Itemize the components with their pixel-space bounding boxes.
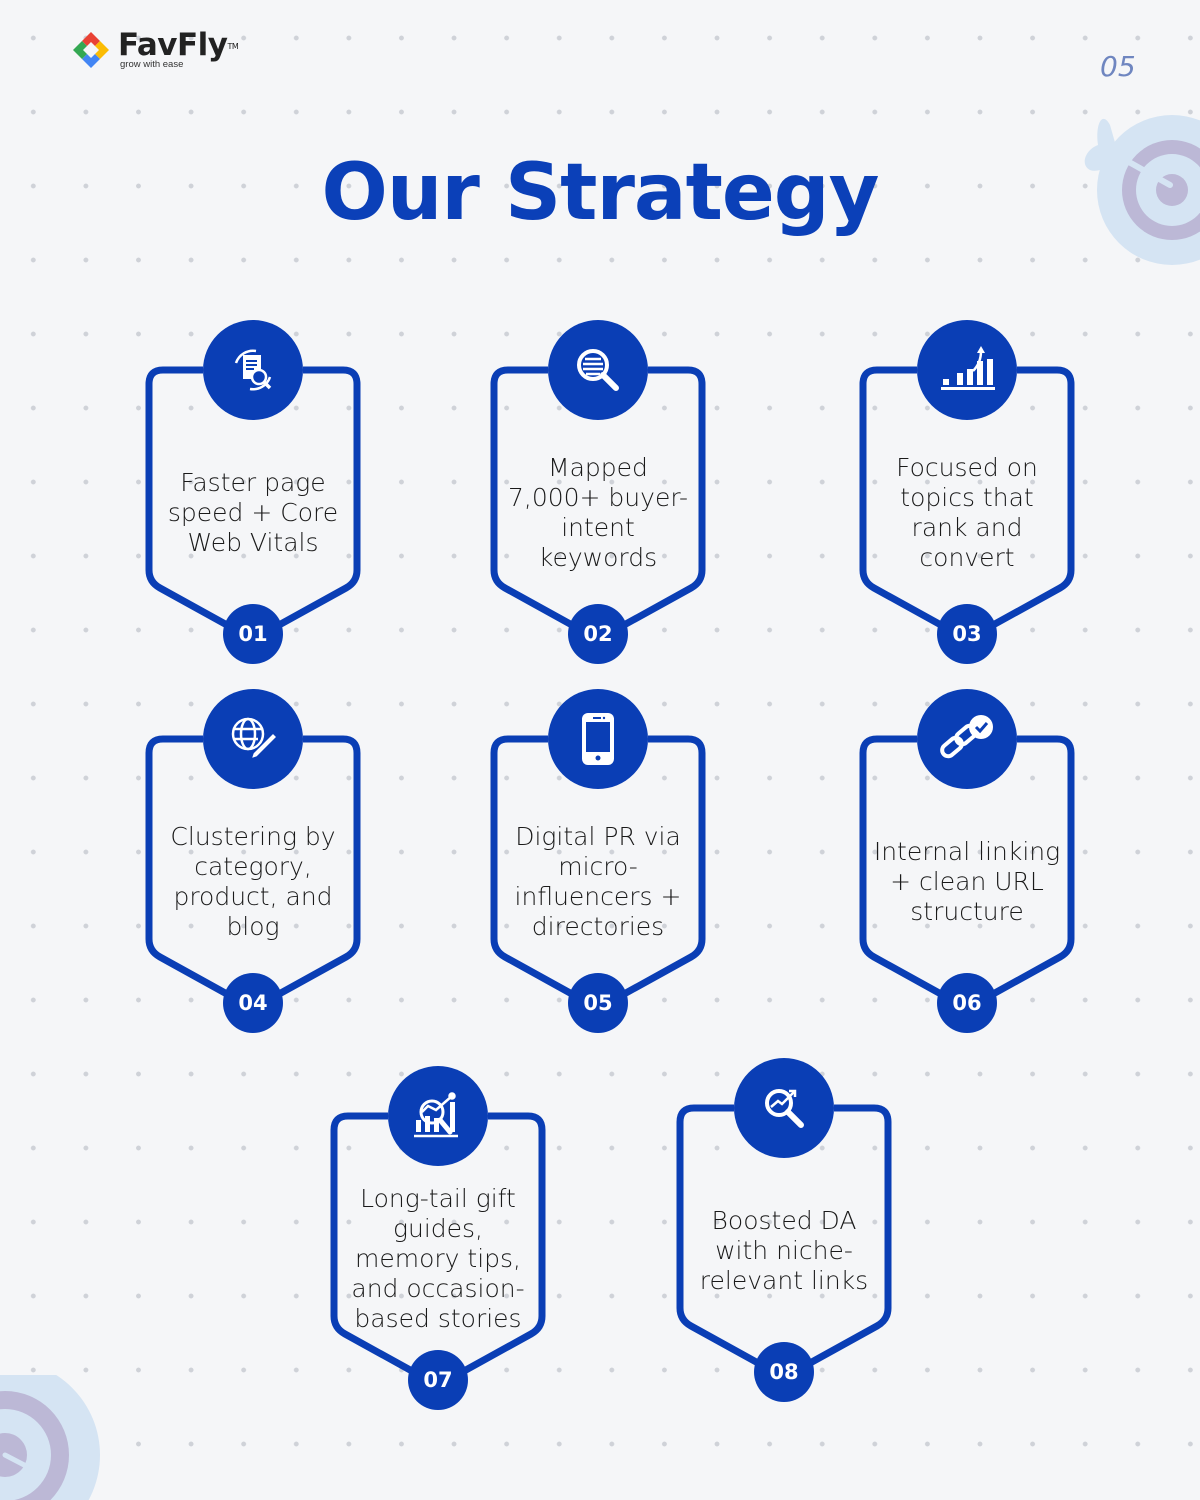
card-icon-circle [388, 1066, 488, 1166]
page-title: Our Strategy [321, 148, 880, 238]
strategy-card-4: Clustering by category, product, and blo… [145, 689, 361, 1039]
strategy-card-3: Focused on topics that rank and convert … [859, 320, 1075, 670]
globe-pencil-icon [231, 717, 279, 761]
page-number: 05 [1100, 50, 1136, 83]
analytics-magnifier-icon [414, 1092, 458, 1138]
card-number-badge: 04 [223, 973, 283, 1033]
card-number-badge: 01 [223, 604, 283, 664]
brand-name: FavFlyTM [118, 27, 239, 63]
card-icon-circle [734, 1058, 834, 1158]
card-icon-circle [548, 320, 648, 420]
strategy-card-2: Mapped 7,000+ buyer-intent keywords 02 [490, 320, 706, 670]
strategy-card-5: Digital PR via micro-influencers + direc… [490, 689, 706, 1039]
card-text: Digital PR via micro-influencers + direc… [514, 821, 682, 941]
magnifier-keywords-icon [577, 349, 619, 391]
card-icon-circle [203, 689, 303, 789]
strategy-card-7: Long-tail gift guides, memory tips, and … [330, 1066, 546, 1416]
card-number-badge: 07 [408, 1350, 468, 1410]
target-decoration-icon [1084, 115, 1200, 265]
smartphone-icon [582, 713, 614, 765]
target-decoration-bottom-icon [0, 1375, 100, 1500]
growth-bar-chart-icon [941, 346, 995, 390]
card-icon-circle [917, 689, 1017, 789]
strategy-card-1: Faster page speed + Core Web Vitals 01 [145, 320, 361, 670]
card-frame [859, 366, 1075, 639]
card-text: Mapped 7,000+ buyer-intent keywords [507, 452, 689, 572]
card-number-badge: 06 [937, 973, 997, 1033]
card-icon-circle [203, 320, 303, 420]
search-trend-icon [765, 1089, 804, 1128]
card-text: Faster page speed + Core Web Vitals [167, 467, 339, 557]
link-check-icon [940, 715, 993, 759]
card-frame [490, 366, 706, 639]
card-number-badge: 08 [754, 1342, 814, 1402]
strategy-card-8: Boosted DA with niche-relevant links 08 [676, 1058, 892, 1408]
brand-logo: FavFlyTM grow with ease [68, 27, 239, 73]
card-frame [145, 735, 361, 1008]
card-number-badge: 03 [937, 604, 997, 664]
card-frame [145, 366, 361, 639]
card-frame [676, 1104, 892, 1377]
card-frame [490, 735, 706, 1008]
brand-tagline: grow with ease [120, 59, 184, 70]
card-text: Clustering by category, product, and blo… [170, 821, 336, 941]
card-text: Focused on topics that rank and convert [896, 452, 1038, 572]
card-number-badge: 05 [568, 973, 628, 1033]
card-icon-circle [917, 320, 1017, 420]
card-frame [859, 735, 1075, 1008]
card-number-badge: 02 [568, 604, 628, 664]
logo-mark-icon [68, 27, 114, 73]
card-text: Internal linking + clean URL structure [873, 836, 1061, 926]
document-search-refresh-icon [234, 349, 272, 391]
card-text: Boosted DA with niche-relevant links [699, 1205, 869, 1295]
card-text: Long-tail gift guides, memory tips, and … [351, 1183, 525, 1333]
card-icon-circle [548, 689, 648, 789]
card-frame [330, 1112, 546, 1385]
strategy-card-6: Internal linking + clean URL structure 0… [859, 689, 1075, 1039]
